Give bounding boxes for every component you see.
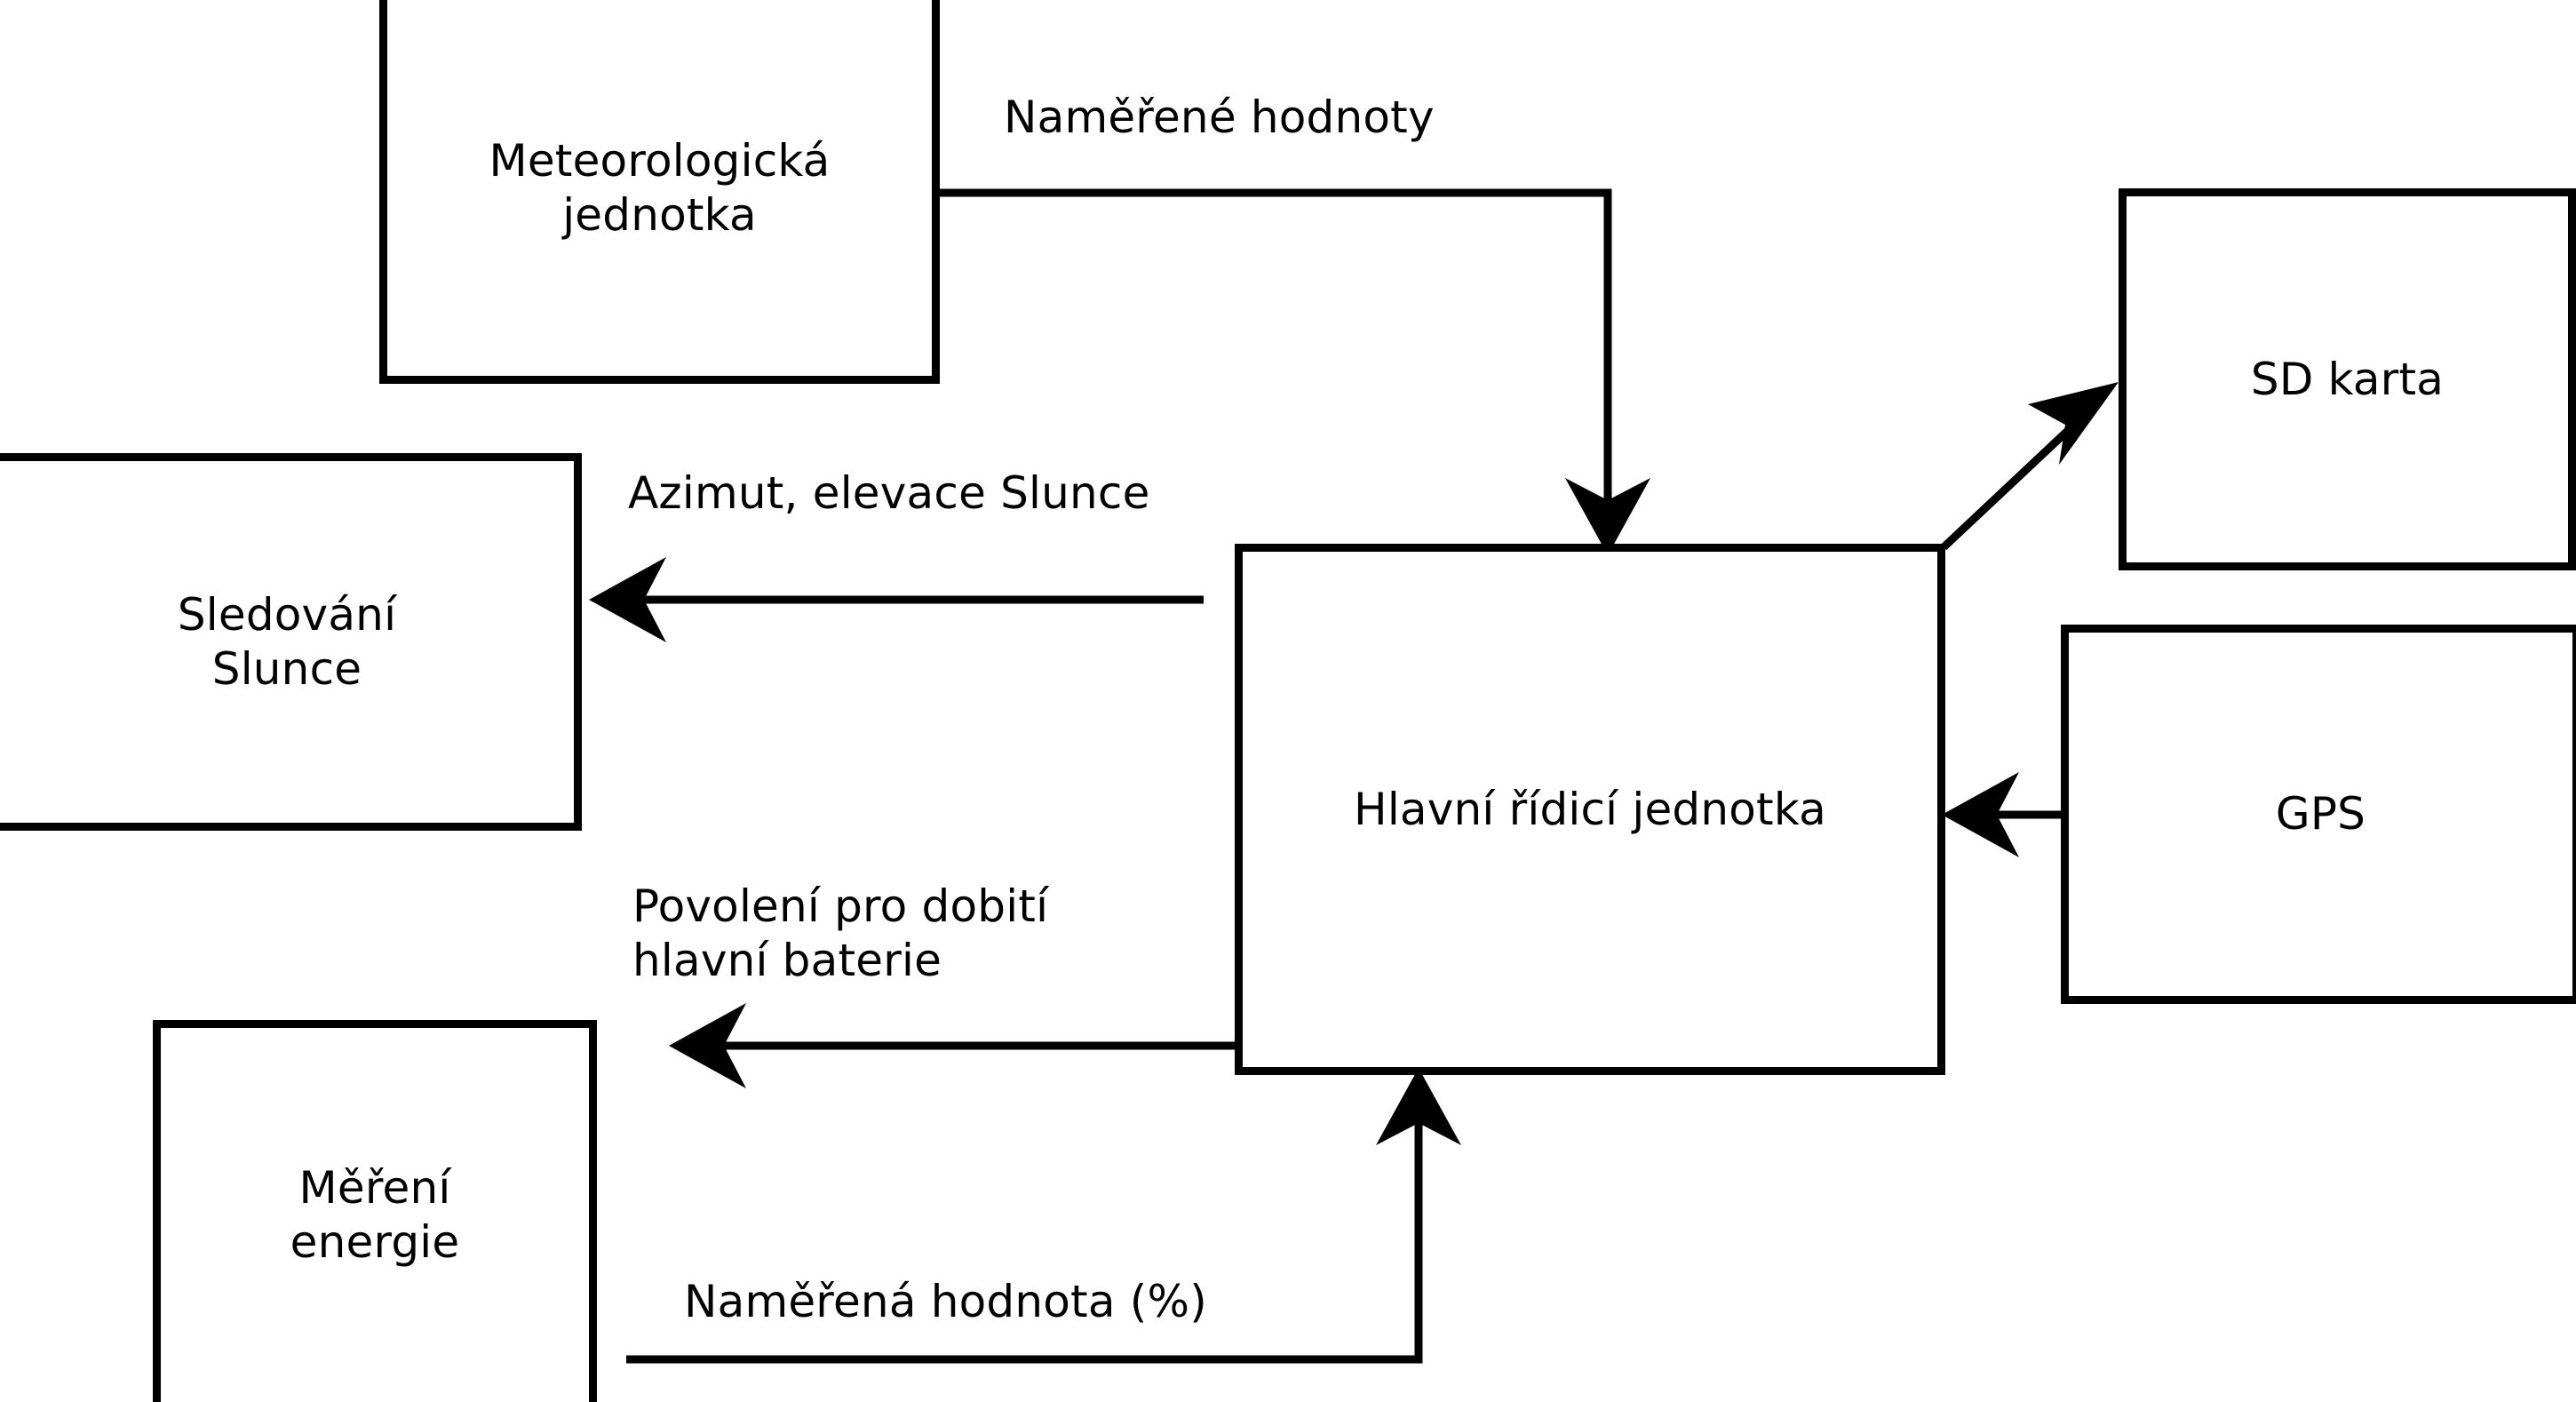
node-main-control-unit[interactable]: Hlavní řídicí jednotka <box>1235 544 1945 1075</box>
arrowhead-up-right-main-to-sd <box>2028 382 2119 465</box>
node-sd-card[interactable]: SD karta <box>2119 188 2576 570</box>
edge-label-measured-value-percent: Naměřená hodnota (%) <box>684 1276 1207 1327</box>
edge-line-energy-to-main <box>626 1112 1423 1364</box>
arrowhead-left-main-to-sun <box>589 557 666 642</box>
node-label-energy-measurement: Měření energie <box>290 1162 460 1268</box>
edge-label-charge-permission: Povolení pro dobití hlavní baterie <box>632 880 1049 986</box>
edge-label-measured-values: Naměřené hodnoty <box>1004 92 1435 143</box>
arrowhead-up-energy-to-main <box>1376 1068 1461 1145</box>
node-label-sun-tracking: Sledování Slunce <box>177 588 397 695</box>
edge-label-azimuth-elevation: Azimut, elevace Slunce <box>628 467 1150 519</box>
node-label-meteorological-unit: Meteorologická jednotka <box>489 134 831 241</box>
node-energy-measurement[interactable]: Měření energie <box>153 1020 597 1402</box>
node-meteorological-unit[interactable]: Meteorologická jednotka <box>379 0 940 384</box>
node-label-gps: GPS <box>2275 788 2366 840</box>
arrowhead-left-main-to-energy <box>669 1003 746 1088</box>
node-label-main-control-unit: Hlavní řídicí jednotka <box>1354 783 1826 835</box>
arrowhead-left-gps-to-main <box>1942 772 2019 857</box>
edge-line-meteo-to-main <box>940 188 1612 514</box>
arrowhead-down-meteo-to-main <box>1565 478 1650 555</box>
node-label-sd-card: SD karta <box>2250 353 2445 405</box>
node-gps[interactable]: GPS <box>2061 625 2576 1004</box>
node-sun-tracking[interactable]: Sledování Slunce <box>0 453 582 831</box>
